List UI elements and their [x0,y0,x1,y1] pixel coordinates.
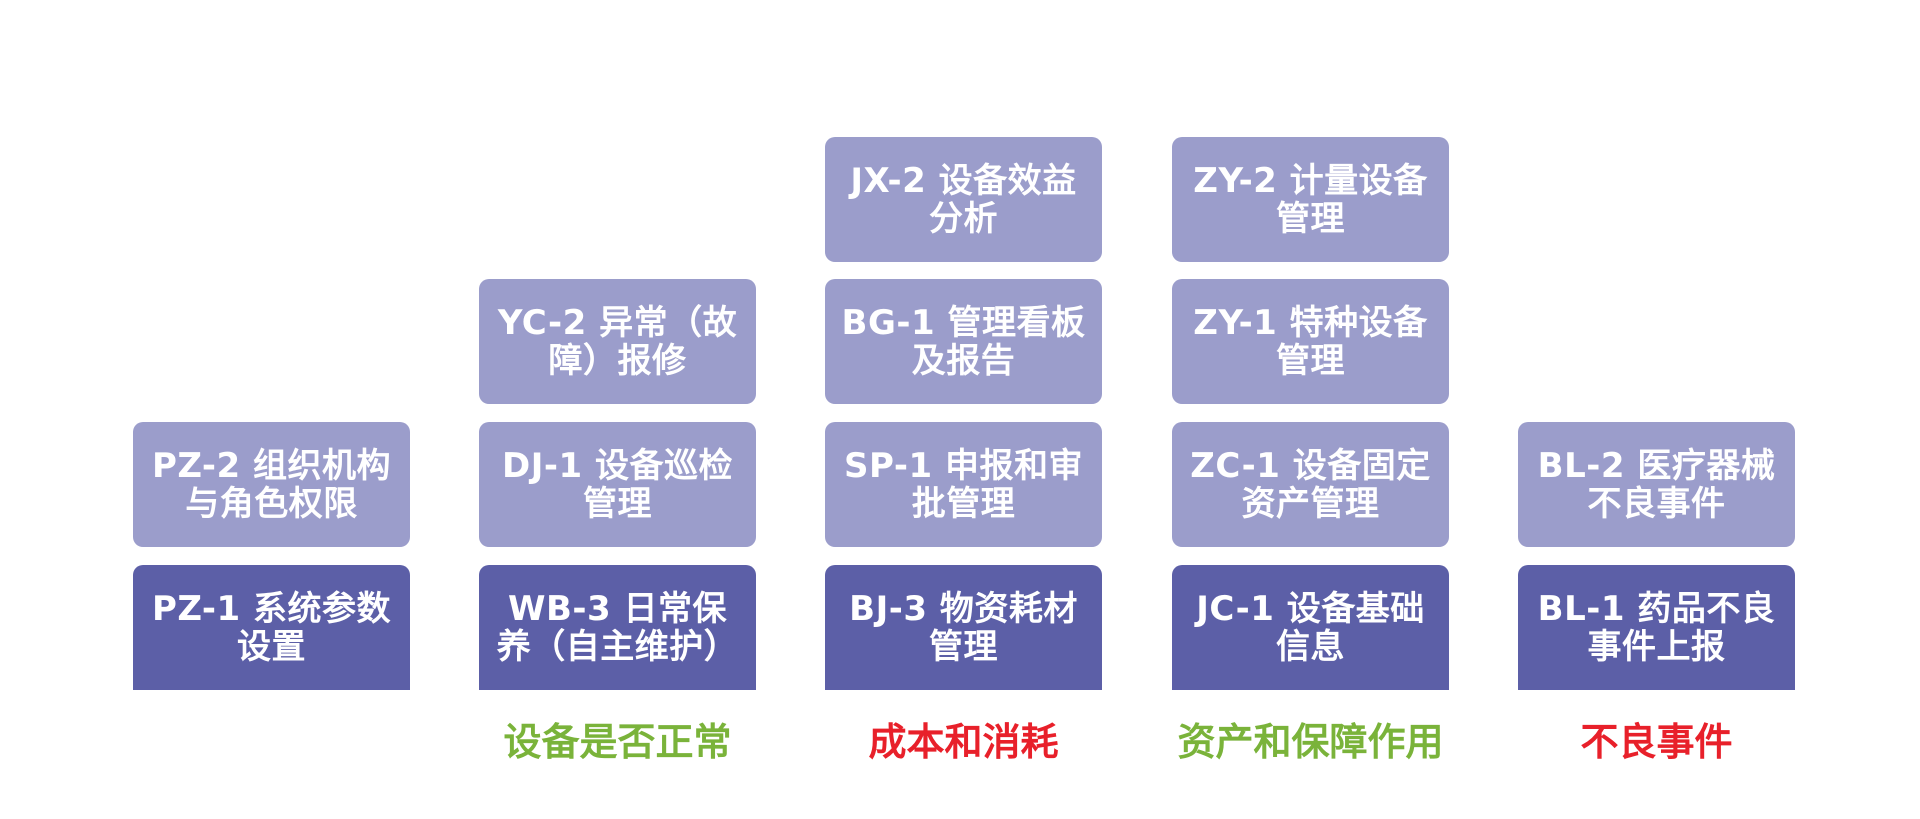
box-sp-1[interactable]: SP-1 申报和审批管理 [825,422,1102,547]
box-label: SP-1 申报和审批管理 [844,445,1083,524]
box-label: DJ-1 设备巡检管理 [502,445,733,524]
box-bl-2[interactable]: BL-2 医疗器械不良事件 [1518,422,1795,547]
box-pz-1[interactable]: PZ-1 系统参数设置 [133,565,410,690]
box-label: ZC-1 设备固定资产管理 [1190,445,1431,524]
box-label: BL-2 医疗器械不良事件 [1537,445,1776,524]
box-label: BL-1 药品不良事件上报 [1537,588,1776,667]
box-label: JC-1 设备基础信息 [1196,588,1425,667]
box-pz-2[interactable]: PZ-2 组织机构与角色权限 [133,422,410,547]
caption-assets: 资产和保障作用 [1177,720,1444,764]
box-wb-3[interactable]: WB-3 日常保养（自主维护） [479,565,756,690]
box-zy-2[interactable]: ZY-2 计量设备管理 [1172,137,1449,262]
box-label: ZY-1 特种设备管理 [1193,302,1428,381]
box-label: PZ-2 组织机构与角色权限 [151,445,392,524]
box-label: ZY-2 计量设备管理 [1193,160,1428,239]
box-label: YC-2 异常（故障）报修 [497,302,738,381]
box-zc-1[interactable]: ZC-1 设备固定资产管理 [1172,422,1449,547]
box-zy-1[interactable]: ZY-1 特种设备管理 [1172,279,1449,404]
box-label: JX-2 设备效益分析 [850,160,1077,239]
box-bg-1[interactable]: BG-1 管理看板及报告 [825,279,1102,404]
box-yc-2[interactable]: YC-2 异常（故障）报修 [479,279,756,404]
box-label: BG-1 管理看板及报告 [841,302,1086,381]
box-bl-1[interactable]: BL-1 药品不良事件上报 [1518,565,1795,690]
box-label: WB-3 日常保养（自主维护） [496,588,739,667]
box-jc-1[interactable]: JC-1 设备基础信息 [1172,565,1449,690]
box-label: PZ-1 系统参数设置 [151,588,392,667]
caption-equipment-status: 设备是否正常 [503,720,732,764]
box-bj-3[interactable]: BJ-3 物资耗材管理 [825,565,1102,690]
box-jx-2[interactable]: JX-2 设备效益分析 [825,137,1102,262]
caption-cost-consumption: 成本和消耗 [868,720,1059,764]
box-dj-1[interactable]: DJ-1 设备巡检管理 [479,422,756,547]
caption-adverse-events: 不良事件 [1580,720,1733,764]
box-label: BJ-3 物资耗材管理 [849,588,1078,667]
